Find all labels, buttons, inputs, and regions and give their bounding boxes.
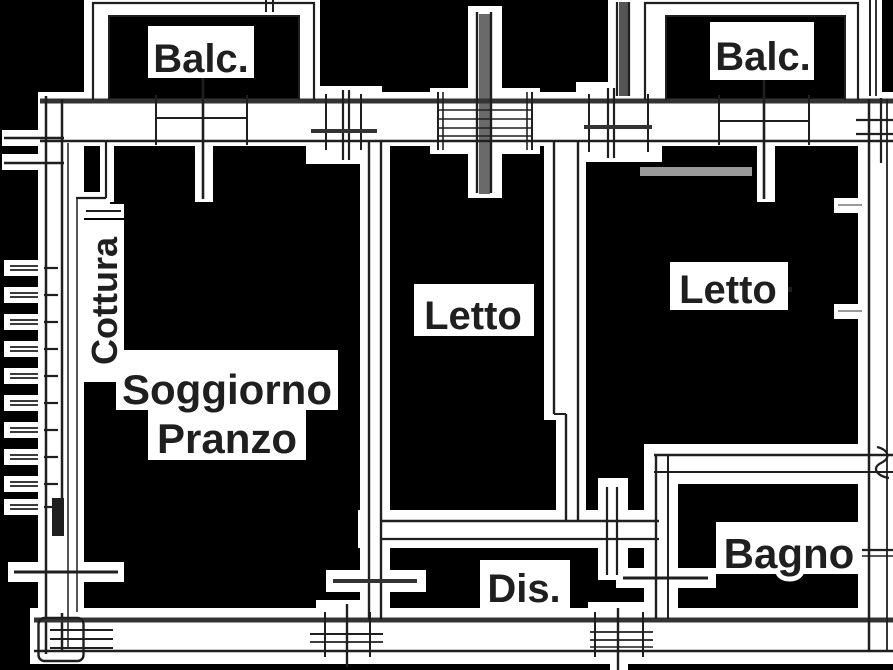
window-s2-top-halo bbox=[316, 600, 386, 612]
label-bedroom-center: Letto bbox=[424, 294, 522, 338]
wall-lines bbox=[34, 96, 893, 654]
door-swing-lines bbox=[14, 487, 708, 583]
wall-letto2-south bbox=[644, 444, 893, 484]
wall-soggiorno-letto bbox=[360, 138, 390, 628]
label-patches bbox=[84, 22, 862, 608]
interior-wall-lines bbox=[367, 142, 893, 620]
room-labels: Balc. Balc. Cottura Soggiorno Pranzo Let… bbox=[79, 30, 859, 616]
wall-dis-bagno bbox=[644, 444, 678, 626]
label-balcony-right: Balc. bbox=[715, 35, 811, 79]
label-hallway: Dis. bbox=[487, 567, 560, 611]
window-symbols-top-wall bbox=[155, 74, 893, 199]
label-living-room-line1: Soggiorno bbox=[122, 366, 332, 413]
letto2-gray-streak bbox=[640, 167, 752, 176]
balcony-lines bbox=[91, 0, 877, 193]
label-bedroom-right: Letto bbox=[679, 268, 777, 312]
window-s3-top-halo bbox=[588, 602, 652, 614]
party-wall-right bbox=[862, 0, 882, 96]
label-balcony-left: Balc. bbox=[153, 37, 249, 81]
wall-letto-letto-lower bbox=[556, 408, 586, 526]
right-wall-hdash-halo bbox=[856, 542, 893, 562]
bottom-wall bbox=[30, 608, 893, 664]
label-bathroom: Bagno bbox=[724, 530, 855, 577]
left-wall-window-hatch-halos bbox=[4, 260, 44, 515]
wall-letto-letto-upper bbox=[544, 138, 586, 420]
left-wall-window-hatch bbox=[4, 136, 64, 510]
label-kitchenette: Cottura bbox=[84, 236, 125, 365]
party-wall-fill bbox=[619, 2, 628, 96]
corner-squiggle bbox=[874, 445, 890, 480]
left-wall-inner-face bbox=[64, 140, 84, 618]
letto-door-halo bbox=[598, 478, 628, 580]
unit-divider-fill bbox=[479, 14, 490, 194]
label-living-room-line2: Pranzo bbox=[157, 415, 297, 462]
bottom-wall-windows bbox=[37, 604, 653, 670]
